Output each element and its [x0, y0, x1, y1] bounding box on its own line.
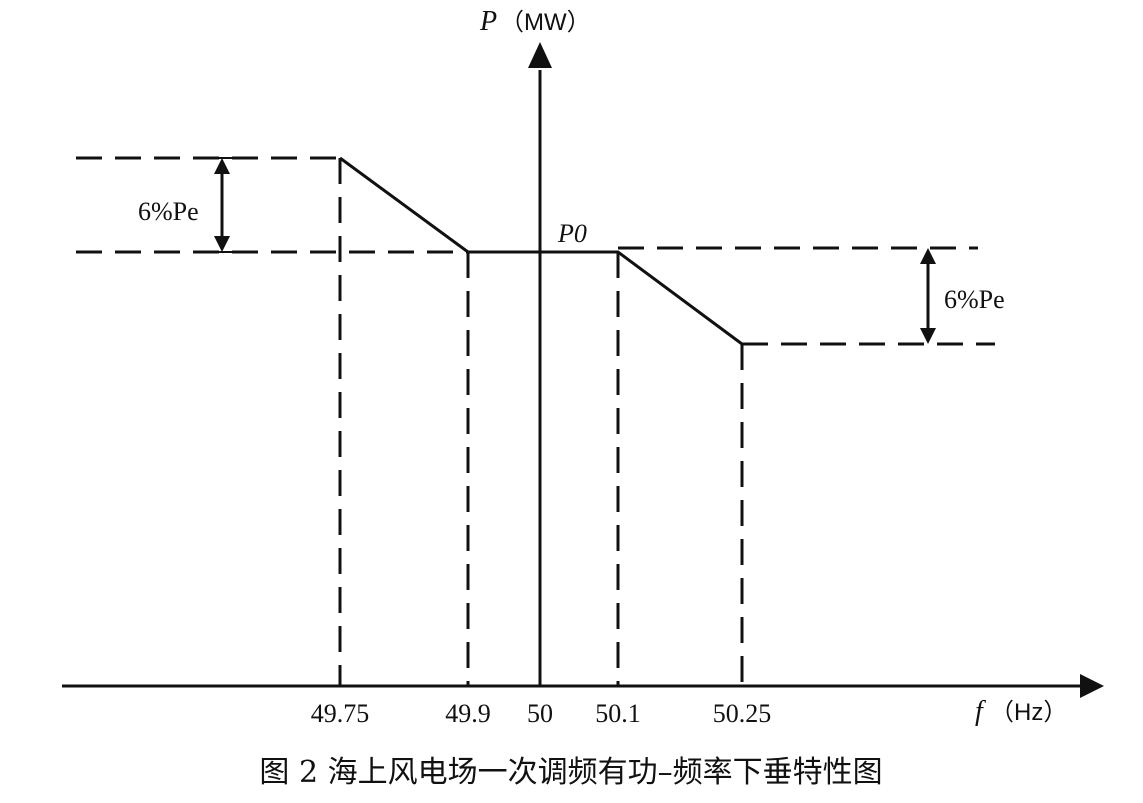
tick-50-1: 50.1 — [595, 699, 641, 728]
y-axis-arrow-icon — [528, 42, 552, 68]
tick-50-25: 50.25 — [713, 699, 772, 728]
band-left-arrow-up-icon — [214, 158, 230, 174]
droop-curve — [339, 156, 743, 346]
tick-49-9: 49.9 — [445, 699, 491, 728]
band-right-arrow-down-icon — [920, 328, 936, 344]
y-axis-label: P — [479, 6, 497, 37]
band-left-arrow-down-icon — [214, 236, 230, 252]
p0-label: P0 — [557, 219, 587, 248]
figure-caption: 图 2 海上风电场一次调频有功–频率下垂特性图 — [259, 755, 882, 790]
x-axis-arrow-icon — [1080, 674, 1104, 698]
band-left-label: 6%Pe — [138, 197, 199, 226]
tick-49-75: 49.75 — [311, 699, 370, 728]
x-axis-label: f — [975, 696, 986, 727]
band-right-label: 6%Pe — [944, 285, 1005, 314]
x-axis-unit: （Hz） — [990, 699, 1067, 726]
band-right-arrow-up-icon — [920, 248, 936, 264]
tick-50: 50 — [527, 699, 553, 728]
y-axis-unit: （MW） — [500, 9, 591, 36]
